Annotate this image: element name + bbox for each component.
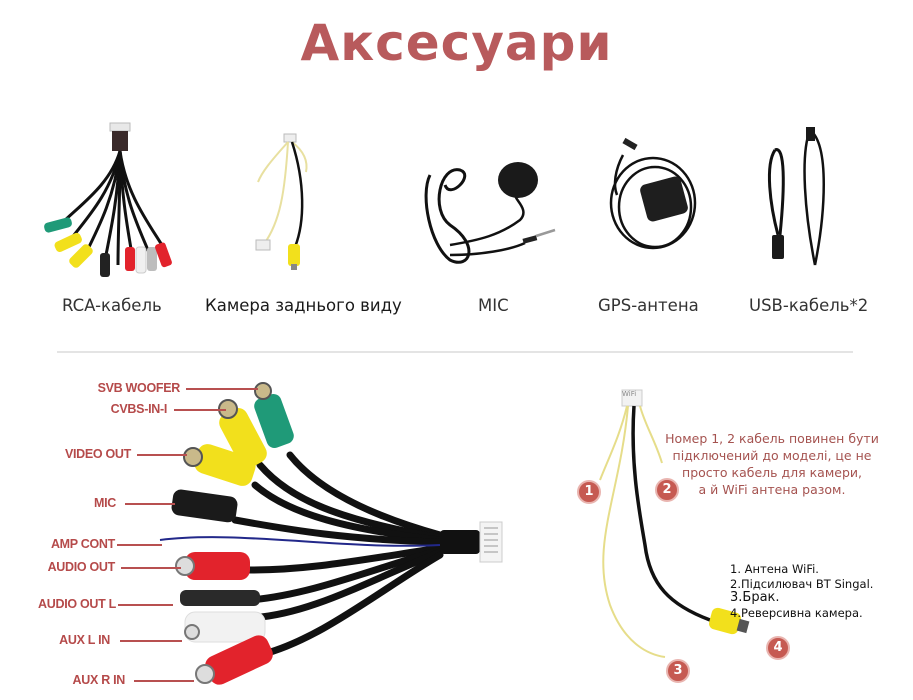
leader-line <box>125 503 175 505</box>
caption-gps-antenna: GPS-антена <box>598 296 699 315</box>
leader-line <box>134 680 194 682</box>
rear-camera-cable-image <box>255 133 308 270</box>
label-amp-cont: AMP CONT <box>50 537 115 551</box>
legend-item-wifi-antenna: 1. Антена WiFi. <box>730 562 819 576</box>
leader-line <box>137 454 187 456</box>
note-line: просто кабель для камери, <box>682 465 862 480</box>
marker-3: 3 <box>666 659 690 683</box>
gps-antenna-image <box>609 137 697 250</box>
page-title: Аксесуари <box>300 14 613 72</box>
label-svb-woofer: SVB WOOFER <box>97 381 181 395</box>
note-line: підключений до моделі, це не <box>672 448 872 463</box>
label-video-out: VIDEO OUT <box>64 447 131 461</box>
legend-item-bt-amplifier: 2.Підсилювач BT Singal. <box>730 576 874 591</box>
label-audio-out: AUDIO OUT <box>47 560 116 574</box>
leader-line <box>117 544 162 546</box>
microphone-image <box>424 162 556 264</box>
label-audio-out-l: AUDIO OUT L <box>38 597 116 611</box>
rca-harness-diagram <box>159 382 503 685</box>
legend-item-reverse-camera: 4.Реверсивна камера. <box>730 605 863 620</box>
leader-line <box>120 640 182 642</box>
leader-line <box>174 409 226 411</box>
legend-item-defect: 3.Брак. <box>730 590 780 605</box>
caption-rear-camera: Камера заднього виду <box>205 296 402 315</box>
marker-2: 2 <box>655 478 679 502</box>
rca-cable-image <box>44 122 172 277</box>
camera-wifi-cable-diagram <box>599 389 750 658</box>
marker-4: 4 <box>766 636 790 660</box>
leader-line <box>186 388 258 390</box>
marker-1: 1 <box>577 480 601 504</box>
caption-rca-cable: RCA-кабель <box>62 296 162 315</box>
usb-cables-image <box>767 127 825 266</box>
label-cvbs-in: CVBS-IN-I <box>110 402 168 416</box>
cable-legend: 1. Антена WiFi. 2.Підсилювач BT Singal. … <box>730 562 873 620</box>
label-aux-l-in: AUX L IN <box>59 633 110 647</box>
wifi-note: Номер 1, 2 кабель повинен бути підключен… <box>652 430 892 498</box>
connector-tag: WiFi <box>622 390 637 398</box>
section-divider <box>57 351 853 353</box>
leader-line <box>121 567 181 569</box>
caption-usb-cable: USB-кабель*2 <box>749 296 869 315</box>
label-mic: MIC <box>93 496 116 510</box>
leader-line <box>118 604 173 606</box>
caption-mic: MIC <box>478 296 509 315</box>
label-aux-r-in: AUX R IN <box>72 673 126 687</box>
note-line: а й WiFi антена разом. <box>698 482 846 497</box>
note-line: Номер 1, 2 кабель повинен бути <box>665 431 879 446</box>
